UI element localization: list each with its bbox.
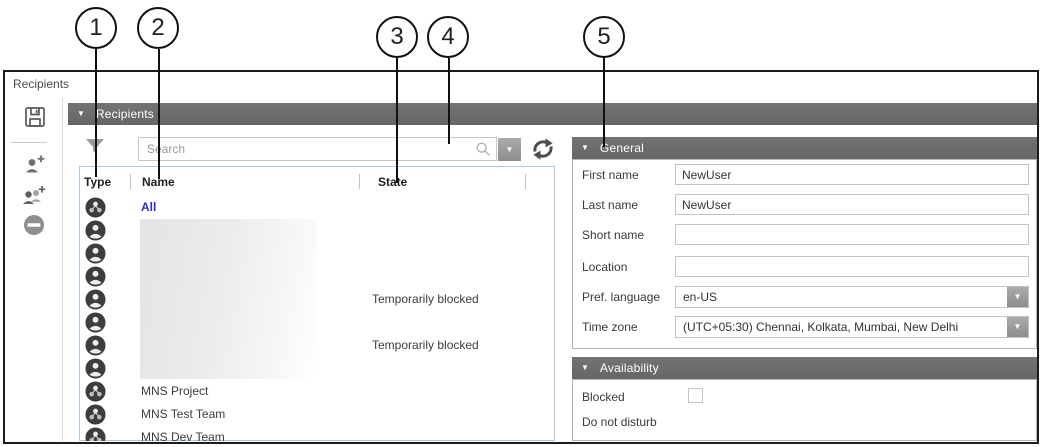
do-not-disturb-label: Do not disturb	[582, 415, 657, 429]
list-item-name: All	[141, 200, 157, 214]
time-zone-select[interactable]: (UTC+05:30) Chennai, Kolkata, Mumbai, Ne…	[675, 316, 1029, 338]
callout-line-4	[448, 58, 450, 144]
availability-section-header[interactable]: ▼ Availability	[572, 357, 1037, 379]
recipients-section-header[interactable]: ▼ Recipients	[68, 103, 1037, 125]
save-button[interactable]	[24, 106, 46, 128]
list-item-mns-project[interactable]: MNS Project	[80, 380, 554, 403]
list-item-state: Temporarily blocked	[372, 338, 479, 352]
list-item-name: MNS Dev Team	[141, 430, 225, 441]
toolbar-divider	[11, 142, 47, 143]
collapse-icon[interactable]: ▼	[77, 109, 85, 118]
pref-language-value: en-US	[683, 290, 718, 304]
callout-5-label: 5	[597, 23, 611, 50]
collapse-icon[interactable]: ▼	[581, 143, 589, 152]
callout-4: 4	[427, 16, 469, 58]
chevron-down-icon: ▼	[505, 144, 514, 154]
remove-button[interactable]	[23, 214, 45, 236]
list-item[interactable]: Temporarily blocked	[80, 334, 554, 357]
callout-1-label: 1	[89, 14, 103, 41]
callout-1: 1	[75, 7, 117, 49]
callout-line-3	[396, 58, 398, 183]
recipients-header-label: Recipients	[95, 107, 154, 121]
general-header-label: General	[599, 141, 645, 155]
time-zone-dropdown-button[interactable]: ▼	[1007, 317, 1028, 337]
blocked-label: Blocked	[582, 390, 625, 404]
column-header-name[interactable]: Name	[142, 175, 175, 189]
person-avatar-icon	[85, 312, 106, 333]
group-avatar-icon	[85, 427, 106, 441]
column-separator	[130, 174, 131, 189]
add-user-icon	[23, 155, 47, 181]
add-group-icon	[20, 186, 47, 212]
add-user-button[interactable]	[23, 153, 47, 177]
callout-2: 2	[137, 7, 179, 49]
group-avatar-icon	[85, 197, 106, 218]
redacted-names-block	[140, 219, 316, 379]
chevron-down-icon: ▼	[1013, 322, 1022, 331]
list-item[interactable]	[80, 357, 554, 380]
short-name-field[interactable]	[675, 224, 1029, 245]
short-name-label: Short name	[582, 228, 645, 242]
last-name-field[interactable]	[675, 194, 1029, 215]
pref-language-select[interactable]: en-US ▼	[675, 286, 1029, 308]
list-item-name: MNS Project	[141, 384, 209, 398]
callout-line-1	[95, 49, 97, 177]
column-header-state[interactable]: State	[378, 175, 408, 189]
first-name-label: First name	[582, 168, 639, 182]
callout-5: 5	[583, 16, 625, 58]
list-item[interactable]	[80, 219, 554, 242]
person-avatar-icon	[85, 289, 106, 310]
list-item[interactable]: Temporarily blocked	[80, 288, 554, 311]
column-separator	[359, 174, 360, 189]
callout-3: 3	[376, 16, 418, 58]
add-group-button[interactable]	[20, 184, 47, 208]
list-item-state: Temporarily blocked	[372, 292, 479, 306]
location-label: Location	[582, 260, 628, 274]
window-title: Recipients	[13, 77, 70, 91]
save-icon	[24, 107, 46, 132]
time-zone-value: (UTC+05:30) Chennai, Kolkata, Mumbai, Ne…	[683, 320, 959, 334]
person-avatar-icon	[85, 266, 106, 287]
group-avatar-icon	[85, 404, 106, 425]
group-avatar-icon	[85, 381, 106, 402]
availability-header-label: Availability	[599, 361, 659, 375]
location-field[interactable]	[675, 256, 1029, 277]
first-name-field[interactable]	[675, 164, 1029, 185]
refresh-button[interactable]	[530, 136, 556, 162]
chevron-down-icon: ▼	[1013, 292, 1022, 301]
pref-language-dropdown-button[interactable]: ▼	[1007, 287, 1028, 307]
person-avatar-icon	[85, 358, 106, 379]
list-item-mns-test-team[interactable]: MNS Test Team	[80, 403, 554, 426]
search-box	[138, 137, 497, 161]
list-item-mns-dev-team[interactable]: MNS Dev Team	[80, 426, 554, 441]
list-item[interactable]	[80, 242, 554, 265]
blocked-checkbox[interactable]	[688, 388, 703, 403]
person-avatar-icon	[85, 243, 106, 264]
callout-4-label: 4	[441, 23, 455, 50]
collapse-icon[interactable]: ▼	[581, 363, 589, 372]
remove-icon	[23, 215, 45, 240]
callout-2-label: 2	[151, 14, 165, 41]
column-separator	[525, 174, 526, 189]
callout-line-5	[603, 58, 605, 147]
list-item[interactable]	[80, 311, 554, 334]
list-item[interactable]	[80, 265, 554, 288]
search-icon	[475, 141, 491, 157]
callout-line-2	[158, 49, 160, 179]
time-zone-label: Time zone	[582, 320, 638, 334]
refresh-icon	[530, 138, 556, 166]
availability-panel-body	[572, 379, 1037, 441]
callout-3-label: 3	[390, 23, 404, 50]
list-item-all[interactable]: All	[80, 196, 554, 219]
general-section-header[interactable]: ▼ General	[572, 137, 1037, 159]
search-dropdown-button[interactable]: ▼	[498, 138, 521, 161]
list-item-name: MNS Test Team	[141, 407, 226, 421]
person-avatar-icon	[85, 335, 106, 356]
column-header-type[interactable]: Type	[84, 175, 112, 189]
last-name-label: Last name	[582, 198, 639, 212]
toolbar-separator	[62, 98, 63, 441]
pref-language-label: Pref. language	[582, 290, 661, 304]
person-avatar-icon	[85, 220, 106, 241]
search-input[interactable]	[139, 142, 475, 156]
